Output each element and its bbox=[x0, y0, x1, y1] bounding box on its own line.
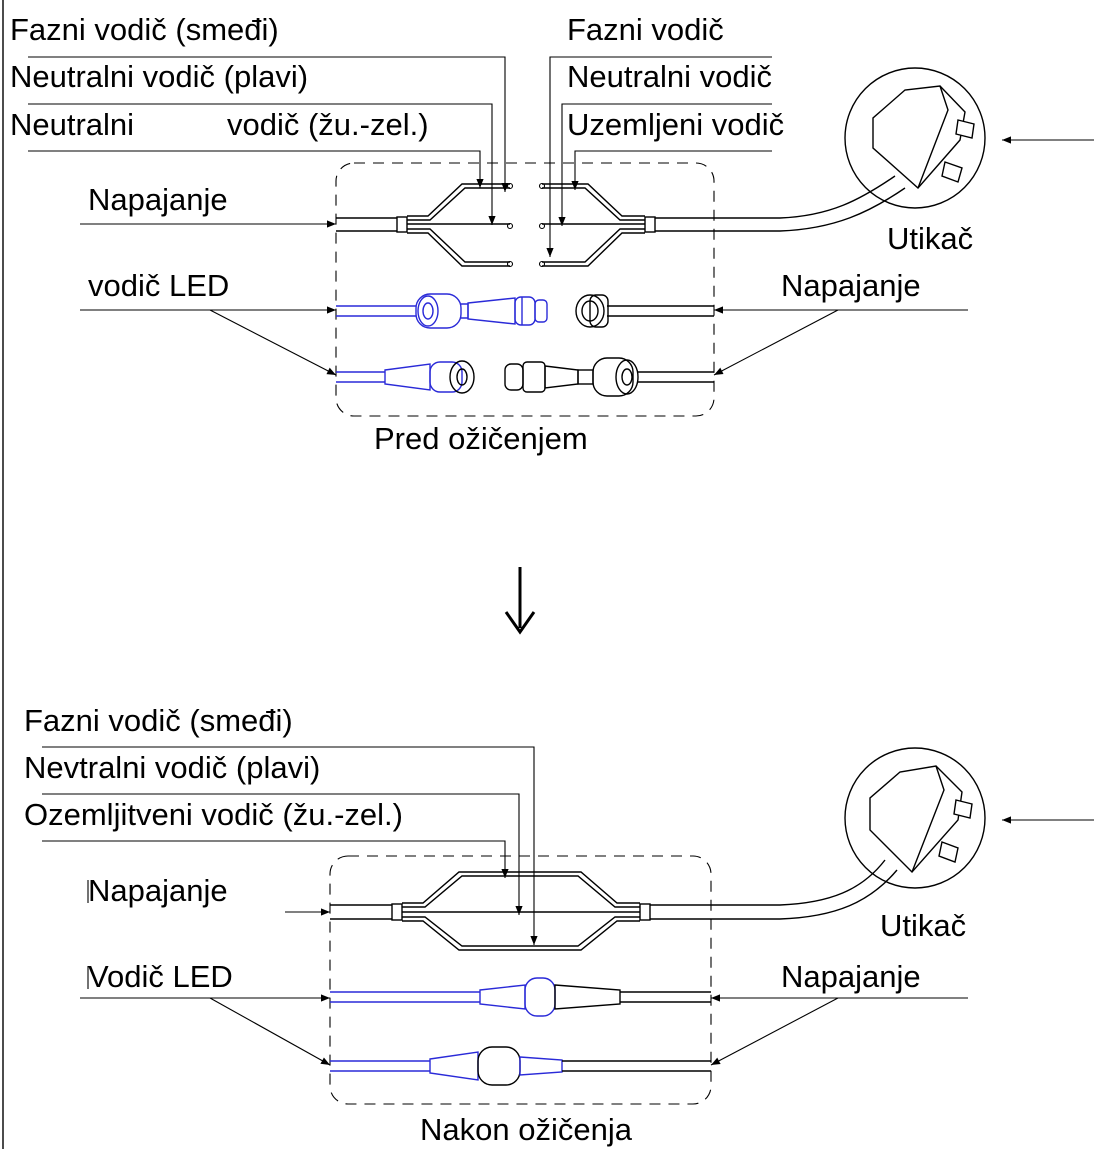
leader-phase-after bbox=[42, 746, 538, 945]
before-power-cable-right bbox=[538, 175, 906, 268]
before-power-cable-left bbox=[336, 182, 514, 268]
label-plug: Utikač bbox=[887, 221, 973, 256]
label-phase-right: Fazni vodič bbox=[567, 12, 724, 47]
label-power-left: Napajanje bbox=[88, 182, 228, 217]
before-power-connector-2 bbox=[504, 357, 714, 397]
after-led-joint-1 bbox=[330, 977, 711, 1017]
leader-neutral-after bbox=[42, 793, 523, 915]
label-neutral-word: Neutralni bbox=[10, 107, 134, 142]
leader-earth-left bbox=[28, 150, 484, 188]
arrow-down-icon bbox=[504, 567, 536, 635]
caption-after: Nakon ožičenja bbox=[420, 1112, 633, 1147]
plug-icon bbox=[844, 67, 986, 209]
label-earth-after: Ozemljitveni vodič (žu.-zel.) bbox=[24, 797, 403, 832]
label-earth-yellow-green: vodič (žu.-zel.) bbox=[227, 107, 429, 142]
after-dashed-box bbox=[329, 855, 712, 1105]
before-led-connector-1 bbox=[336, 293, 548, 329]
leader-phase-left bbox=[28, 56, 509, 192]
before-led-connector-2 bbox=[336, 360, 475, 394]
leader-power-right-2 bbox=[713, 309, 839, 376]
plug-icon-after bbox=[844, 747, 986, 889]
label-phase-brown: Fazni vodič (smeđi) bbox=[10, 12, 279, 47]
label-power-right-after: Napajanje bbox=[781, 959, 921, 994]
leader-phase-right bbox=[546, 56, 772, 257]
before-wiring-section: Fazni vodič (smeđi) Neutralni vodič (pla… bbox=[10, 12, 1094, 456]
label-plug-after: Utikač bbox=[880, 908, 966, 943]
label-phase-brown-after: Fazni vodič (smeđi) bbox=[24, 703, 293, 738]
label-neutral-right: Neutralni vodič bbox=[567, 59, 772, 94]
label-led-after: Vodič LED bbox=[88, 959, 233, 994]
after-led-joint-2 bbox=[330, 1046, 711, 1086]
before-dashed-box bbox=[335, 162, 715, 417]
label-neutral-blue-after: Nevtralni vodič (plavi) bbox=[24, 750, 320, 785]
leader-led-after-2 bbox=[209, 997, 331, 1066]
after-power-cable bbox=[330, 859, 898, 951]
leader-led-2 bbox=[209, 309, 337, 376]
leader-power-right-after-2 bbox=[710, 997, 839, 1066]
label-led: vodič LED bbox=[88, 268, 229, 303]
label-earth-right: Uzemljeni vodič bbox=[567, 107, 784, 142]
leader-earth-right bbox=[571, 150, 772, 190]
leader-earth-after bbox=[42, 840, 509, 878]
label-neutral-blue: Neutralni vodič (plavi) bbox=[10, 59, 308, 94]
after-wiring-section: Fazni vodič (smeđi) Nevtralni vodič (pla… bbox=[24, 703, 1094, 1147]
leader-neutral-right bbox=[558, 103, 772, 226]
label-power-right: Napajanje bbox=[781, 268, 921, 303]
caption-before: Pred ožičenjem bbox=[374, 421, 588, 456]
label-power-left-after: Napajanje bbox=[88, 873, 228, 908]
before-power-connector-1 bbox=[575, 294, 714, 328]
